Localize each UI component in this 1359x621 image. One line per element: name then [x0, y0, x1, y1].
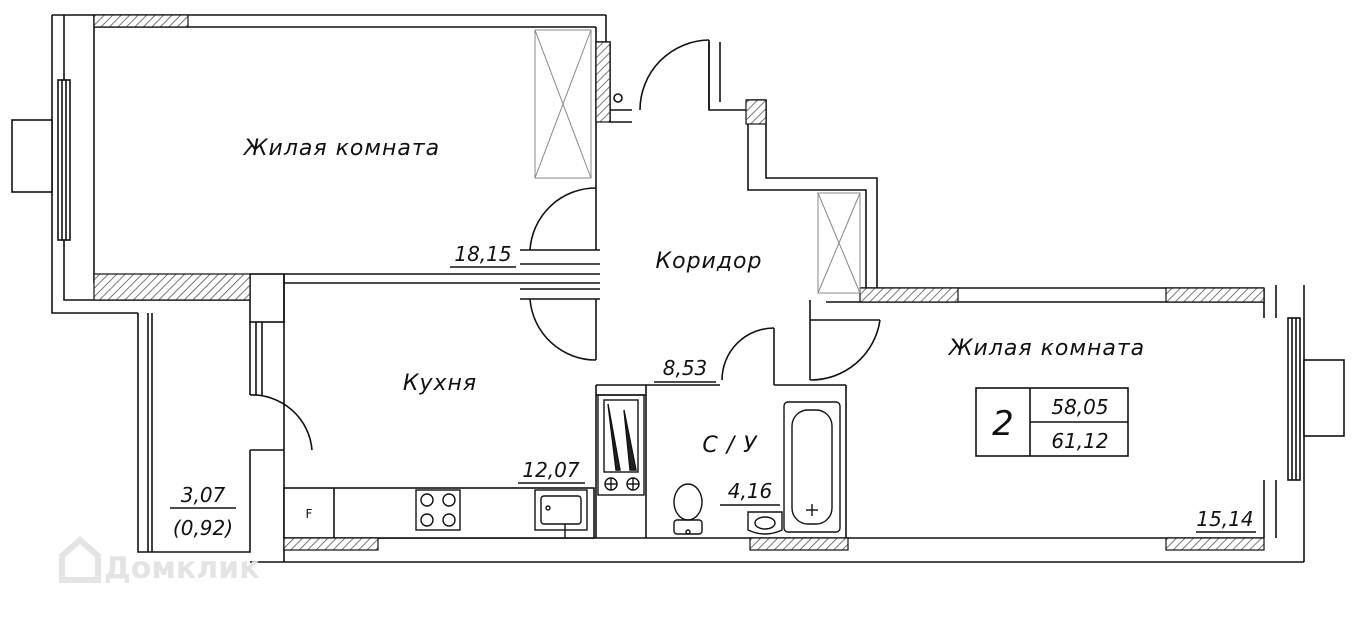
balcony-reduced-area: (0,92) [173, 516, 233, 540]
fridge-label: F [306, 507, 313, 521]
room-name-living-room-2: Жилая комната [947, 336, 1145, 361]
house-logo-icon [59, 535, 101, 583]
fixtures [415, 394, 841, 538]
balcony-area: 3,07 [181, 483, 226, 507]
room-area-bathroom: 4,16 [728, 479, 773, 503]
watermark: Домклик [59, 535, 260, 586]
room-name-kitchen: Кухня [403, 371, 477, 396]
room-name-living-room-1: Жилая комната [242, 136, 440, 161]
doors [249, 39, 881, 451]
ventilation-shafts [534, 29, 861, 294]
summary-box [975, 387, 1129, 457]
room-name-bathroom: С / У [702, 433, 758, 458]
watermark-text: Домклик [104, 551, 260, 586]
summary-rooms-count: 2 [992, 404, 1014, 444]
room-area-kitchen: 12,07 [522, 458, 580, 482]
hatched-walls [93, 14, 1265, 551]
summary-living-area: 58,05 [1051, 395, 1108, 419]
room-area-living-room-1: 18,15 [454, 242, 511, 266]
area-underlines [170, 266, 1256, 533]
room-area-living-room-2: 15,14 [1196, 507, 1253, 531]
room-area-corridor: 8,53 [663, 356, 708, 380]
summary-total-area: 61,12 [1051, 429, 1108, 453]
room-name-corridor: Коридор [656, 249, 763, 274]
